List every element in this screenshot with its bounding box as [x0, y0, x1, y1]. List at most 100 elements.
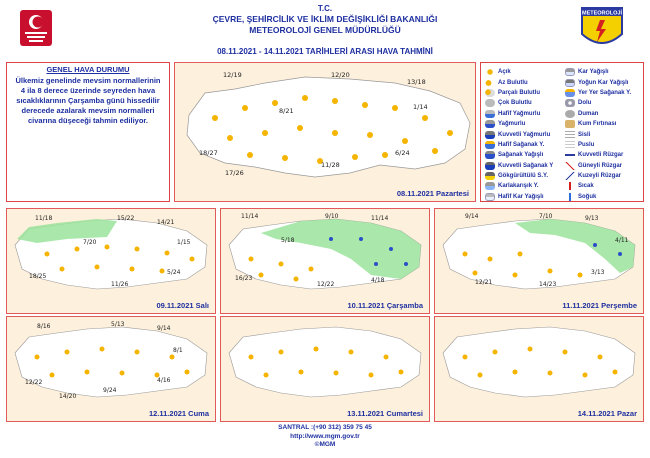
- strong-wind-icon: [565, 151, 575, 160]
- legend-item: Sıcak: [565, 181, 631, 191]
- cold-thermometer-icon: [565, 192, 575, 201]
- legend-item: Kum Fırtınası: [565, 119, 631, 129]
- smoke-icon: [565, 109, 575, 118]
- temp-label: 17/26: [225, 169, 244, 177]
- legend-item: Kuvvetli Sağanak Y: [485, 161, 553, 171]
- copyright: ©MGM: [314, 441, 336, 448]
- legend-item: Kuzeyli Rüzgar: [565, 171, 631, 181]
- shower-icon: [485, 151, 495, 160]
- temp-label: 9/14: [157, 325, 171, 332]
- logo-text: METEOROLOJİ: [582, 10, 623, 17]
- temp-label: 11/14: [371, 215, 389, 222]
- light-rain-icon: [485, 109, 495, 118]
- temp-label: 12/22: [25, 379, 43, 386]
- temp-label: 9/24: [103, 387, 117, 394]
- general-weather-title: GENEL HAVA DURUMU: [46, 65, 130, 74]
- legend-item: Kar Yağışlı: [565, 67, 631, 77]
- legend: Açık Az Bulutlu Parçalı Bulutlu Çok Bulu…: [480, 62, 644, 202]
- temp-label: 12/20: [331, 71, 350, 79]
- partly-cloudy-icon: [485, 88, 495, 97]
- temp-label: 3/13: [591, 269, 605, 276]
- temp-label: 4/18: [371, 277, 385, 284]
- temp-label: 11/18: [35, 215, 53, 222]
- temp-label: 12/22: [317, 281, 335, 288]
- temp-label: 1/15: [177, 239, 191, 246]
- day-map-panel: 11/14 9/10 11/14 5/18 16/23 12/22 4/18 1…: [220, 208, 430, 314]
- map-date-label: 13.11.2021 Cumartesi: [347, 409, 423, 418]
- north-wind-arrow-icon: [565, 172, 575, 181]
- south-wind-arrow-icon: [565, 161, 575, 170]
- sandstorm-icon: [565, 120, 575, 129]
- legend-item: Kuvvetli Yağmurlu: [485, 129, 553, 139]
- forecast-range: 08.11.2021 - 14.11.2021 TARİHLERİ ARASI …: [217, 47, 433, 56]
- temp-label: 14/20: [59, 393, 77, 400]
- legend-item: Hafif Kar Yağışlı: [485, 192, 553, 202]
- temp-label: 11/14: [241, 213, 259, 220]
- legend-item: Parçalı Bulutlu: [485, 88, 553, 98]
- temp-label: 12/19: [223, 71, 242, 79]
- temp-label: 18/27: [199, 149, 218, 157]
- legend-item: Sağanak Yağışlı: [485, 150, 553, 160]
- day-map-panel: 8/16 5/13 9/14 8/1 12/22 14/20 4/16 9/24…: [6, 316, 216, 422]
- sun-cloud-icon: [485, 78, 495, 87]
- rain-icon: [485, 120, 495, 129]
- temp-label: 1/14: [413, 103, 428, 111]
- temp-label: 8/16: [37, 323, 51, 330]
- legend-item: Puslu: [565, 140, 631, 150]
- map-date-label: 11.11.2021 Perşembe: [562, 301, 637, 310]
- snow-icon: [565, 68, 575, 77]
- heavy-shower-icon: [485, 161, 495, 170]
- legend-column-2: Kar Yağışlı Yoğun Kar Yağışlı Yer Yer Sa…: [565, 67, 631, 202]
- main-map-panel: 12/19 12/20 13/18 8/21 1/14 18/27 11/28 …: [174, 62, 476, 202]
- legend-item: Karlakarışık Y.: [485, 181, 553, 191]
- temp-label: 7/20: [83, 239, 97, 246]
- temp-label: 12/21: [475, 279, 493, 286]
- footer: SANTRAL :(+90 312) 359 75 45 http://www.…: [0, 424, 650, 450]
- title-line-2: ÇEVRE, ŞEHİRCİLİK VE İKLİM DEĞİŞİKLİĞİ B…: [212, 14, 438, 24]
- website-link[interactable]: http://www.mgm.gov.tr: [290, 432, 360, 440]
- temp-label: 16/23: [235, 275, 253, 282]
- legend-item: Yağmurlu: [485, 119, 553, 129]
- hot-thermometer-icon: [565, 182, 575, 191]
- phone-number: SANTRAL :(+90 312) 359 75 45: [278, 424, 372, 431]
- temp-label: 5/18: [281, 237, 295, 244]
- legend-item: Sisli: [565, 129, 631, 139]
- legend-item: Dolu: [565, 98, 631, 108]
- general-weather-box: GENEL HAVA DURUMU Ülkemiz genelinde mevs…: [6, 62, 170, 202]
- legend-item: Az Bulutlu: [485, 77, 553, 87]
- thunderstorm-icon: [485, 172, 495, 181]
- map-date-label: 12.11.2021 Cuma: [148, 409, 209, 418]
- weather-icons: [212, 95, 453, 164]
- temp-label: 4/11: [615, 237, 629, 244]
- heavy-snow-icon: [565, 78, 575, 87]
- sun-icon: [485, 68, 495, 77]
- legend-item: Duman: [565, 109, 631, 119]
- temp-label: 14/23: [539, 281, 557, 288]
- temp-label: 8/21: [279, 107, 294, 115]
- meteorology-logo: METEOROLOJİ: [578, 4, 626, 52]
- light-shower-icon: [485, 140, 495, 149]
- map-date-label: 09.11.2021 Salı: [156, 301, 209, 310]
- sleet-icon: [485, 182, 495, 191]
- legend-item: Gökgürültülü S.Y.: [485, 171, 553, 181]
- temp-label: 4/16: [157, 377, 171, 384]
- temp-label: 11/28: [321, 161, 340, 169]
- day-map-panel: 14.11.2021 Pazar: [434, 316, 644, 422]
- day-map-panel: 9/14 7/10 9/13 4/11 3/13 12/21 14/23 11.…: [434, 208, 644, 314]
- legend-column-1: Açık Az Bulutlu Parçalı Bulutlu Çok Bulu…: [485, 67, 553, 202]
- legend-item: Yer Yer Sağanak Y.: [565, 88, 631, 98]
- temp-label: 9/14: [465, 213, 479, 220]
- legend-item: Güneyli Rüzgar: [565, 161, 631, 171]
- temp-label: 14/21: [157, 219, 175, 226]
- temp-label: 18/25: [29, 273, 47, 280]
- legend-item: Kuvvetli Rüzgar: [565, 150, 631, 160]
- map-date-label: 14.11.2021 Pazar: [577, 409, 637, 418]
- temp-label: 8/1: [173, 347, 183, 354]
- legend-item: Soğuk: [565, 192, 631, 202]
- hail-icon: [565, 99, 575, 108]
- title-line-3: METEOROLOJİ GENEL MÜDÜRLÜĞÜ: [249, 25, 401, 35]
- temp-label: 15/22: [117, 215, 135, 222]
- temp-label: 7/10: [539, 213, 553, 220]
- map-date-label: 10.11.2021 Çarşamba: [347, 301, 423, 310]
- temp-label: 13/18: [407, 78, 426, 86]
